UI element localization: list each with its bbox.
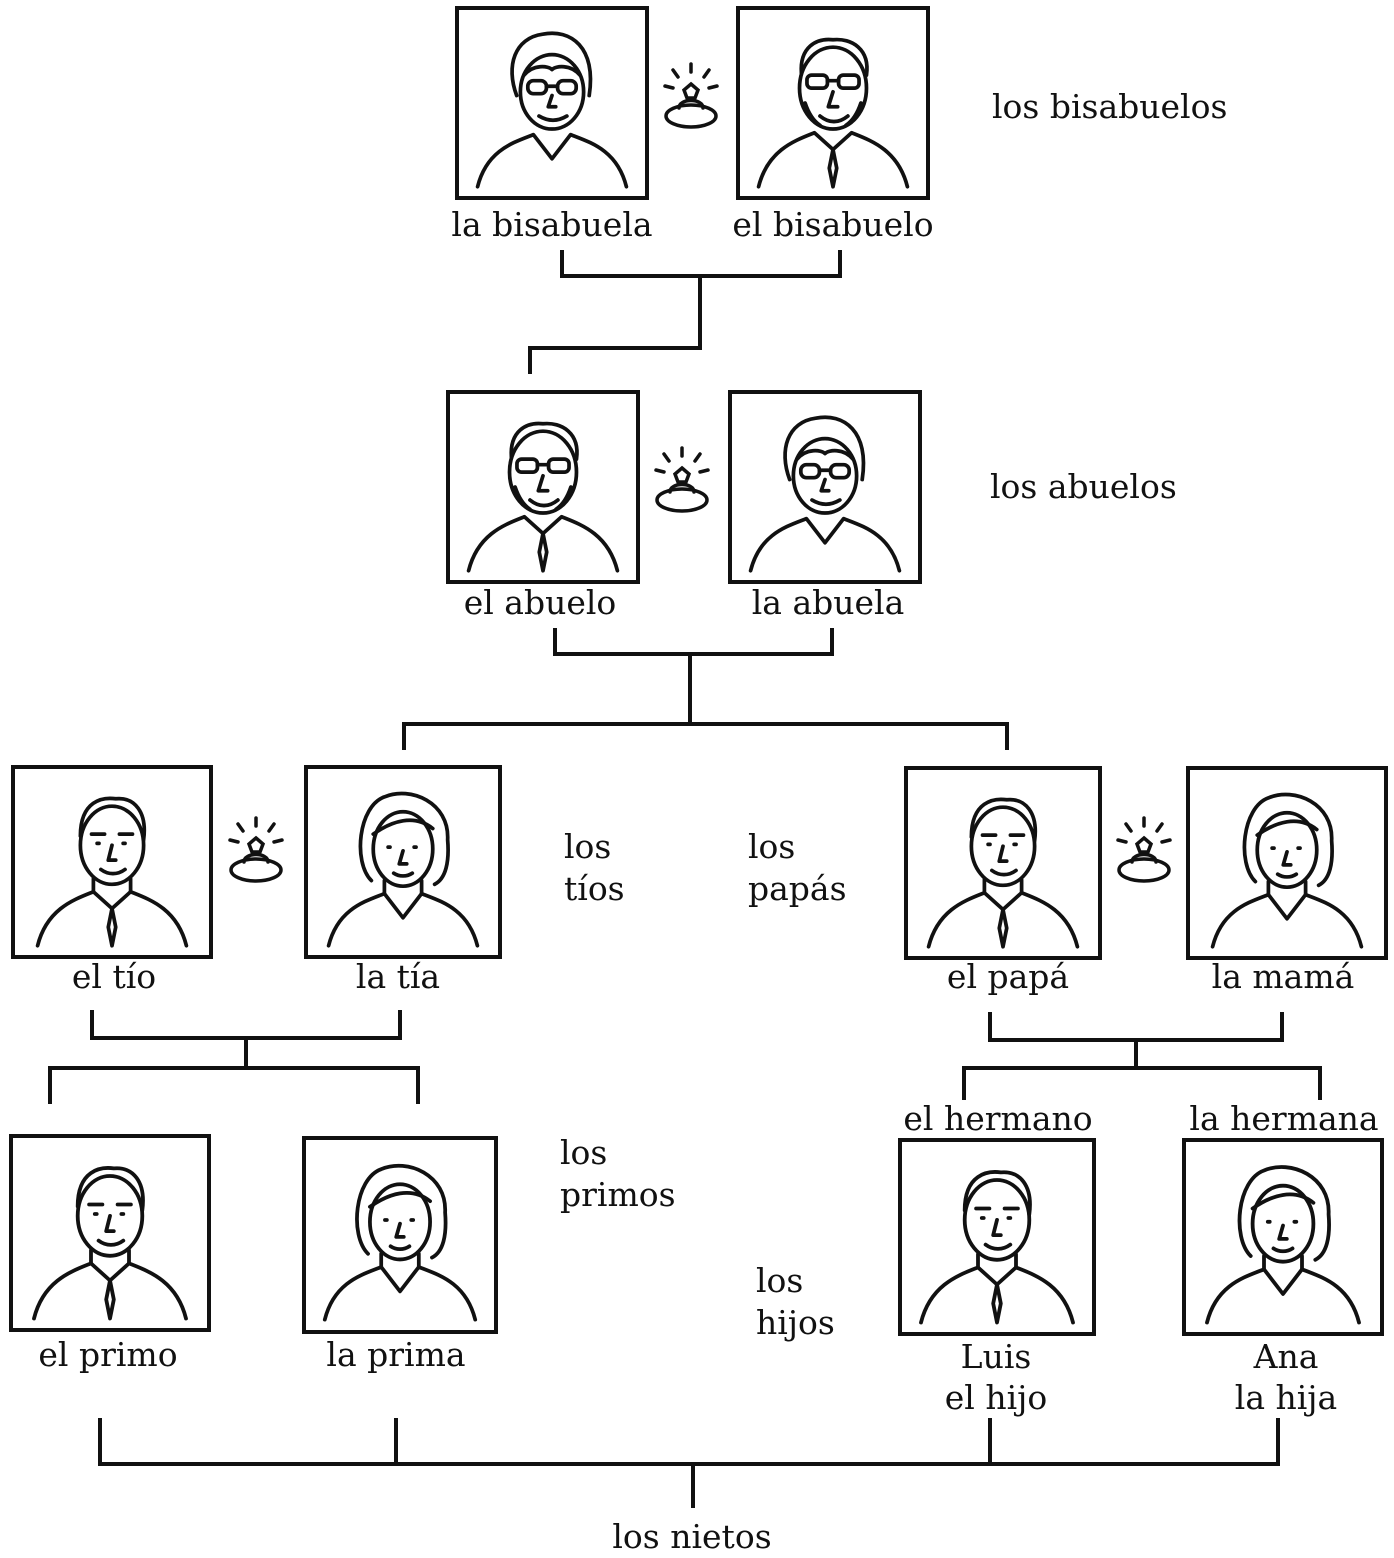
connector-abuelos-children: [402, 652, 1009, 750]
generation-label-primos: los primos: [560, 1132, 676, 1216]
connector-bisabuelos-to-abuelo: [528, 274, 702, 374]
wedding-ring-icon: [1104, 810, 1184, 890]
label-luis: Luis el hijo: [945, 1336, 1047, 1419]
generation-label-papas-line2: papás: [748, 869, 847, 908]
label-ana-role: la hija: [1234, 1378, 1338, 1418]
label-ana-name: Ana: [1253, 1337, 1319, 1376]
portrait-tio: [11, 765, 213, 959]
generation-label-bisabuelos: los bisabuelos: [992, 87, 1228, 126]
connector-tios: [90, 1010, 402, 1040]
connector-bisabuelos: [560, 250, 842, 278]
portrait-mama: [1186, 766, 1388, 960]
portrait-bisabuelo: [736, 6, 930, 200]
connector-papas-children: [962, 1038, 1322, 1100]
label-bisabuela: la bisabuela: [451, 205, 653, 244]
generation-label-tios-line1: los: [564, 827, 612, 866]
portrait-bisabuela: [455, 6, 649, 200]
connector-tios-children: [48, 1036, 420, 1104]
generation-label-tios-line2: tíos: [564, 869, 625, 908]
generation-label-hijos-line2: hijos: [756, 1303, 835, 1342]
portrait-tia: [304, 765, 502, 959]
generation-label-primos-line1: los: [560, 1133, 608, 1172]
label-mama: la mamá: [1211, 957, 1355, 996]
generation-label-abuelos: los abuelos: [990, 467, 1177, 506]
portrait-hijo-luis: [898, 1138, 1096, 1336]
wedding-ring-icon: [651, 56, 731, 136]
wedding-ring-icon: [642, 440, 722, 520]
label-tia: la tía: [355, 957, 441, 996]
label-primo: el primo: [38, 1335, 178, 1374]
connector-nietos: [98, 1418, 1280, 1508]
portrait-papa: [904, 766, 1102, 960]
connector-papas: [988, 1012, 1284, 1042]
label-hermano: el hermano: [903, 1099, 1093, 1138]
portrait-primo: [9, 1134, 211, 1332]
generation-label-tios: los tíos: [564, 826, 625, 910]
portrait-hija-ana: [1182, 1138, 1384, 1336]
label-prima: la prima: [326, 1335, 466, 1374]
portrait-abuela: [728, 390, 922, 584]
label-luis-role: el hijo: [944, 1378, 1048, 1418]
label-bisabuelo: el bisabuelo: [732, 205, 934, 244]
portrait-prima: [302, 1136, 498, 1334]
generation-label-papas-line1: los: [748, 827, 796, 866]
connector-abuelos: [553, 628, 834, 656]
generation-label-nietos: los nietos: [612, 1517, 772, 1556]
label-tio: el tío: [71, 957, 157, 996]
generation-label-hijos-line1: los: [756, 1261, 804, 1300]
label-abuelo: el abuelo: [463, 583, 617, 622]
label-hermana: la hermana: [1189, 1099, 1379, 1138]
generation-label-hijos: los hijos: [756, 1260, 835, 1344]
label-luis-name: Luis: [960, 1337, 1032, 1376]
portrait-abuelo: [446, 390, 640, 584]
generation-label-papas: los papás: [748, 826, 847, 910]
label-abuela: la abuela: [751, 583, 905, 622]
label-papa: el papá: [946, 957, 1070, 996]
generation-label-primos-line2: primos: [560, 1175, 676, 1214]
wedding-ring-icon: [216, 810, 296, 890]
label-ana: Ana la hija: [1235, 1336, 1337, 1419]
